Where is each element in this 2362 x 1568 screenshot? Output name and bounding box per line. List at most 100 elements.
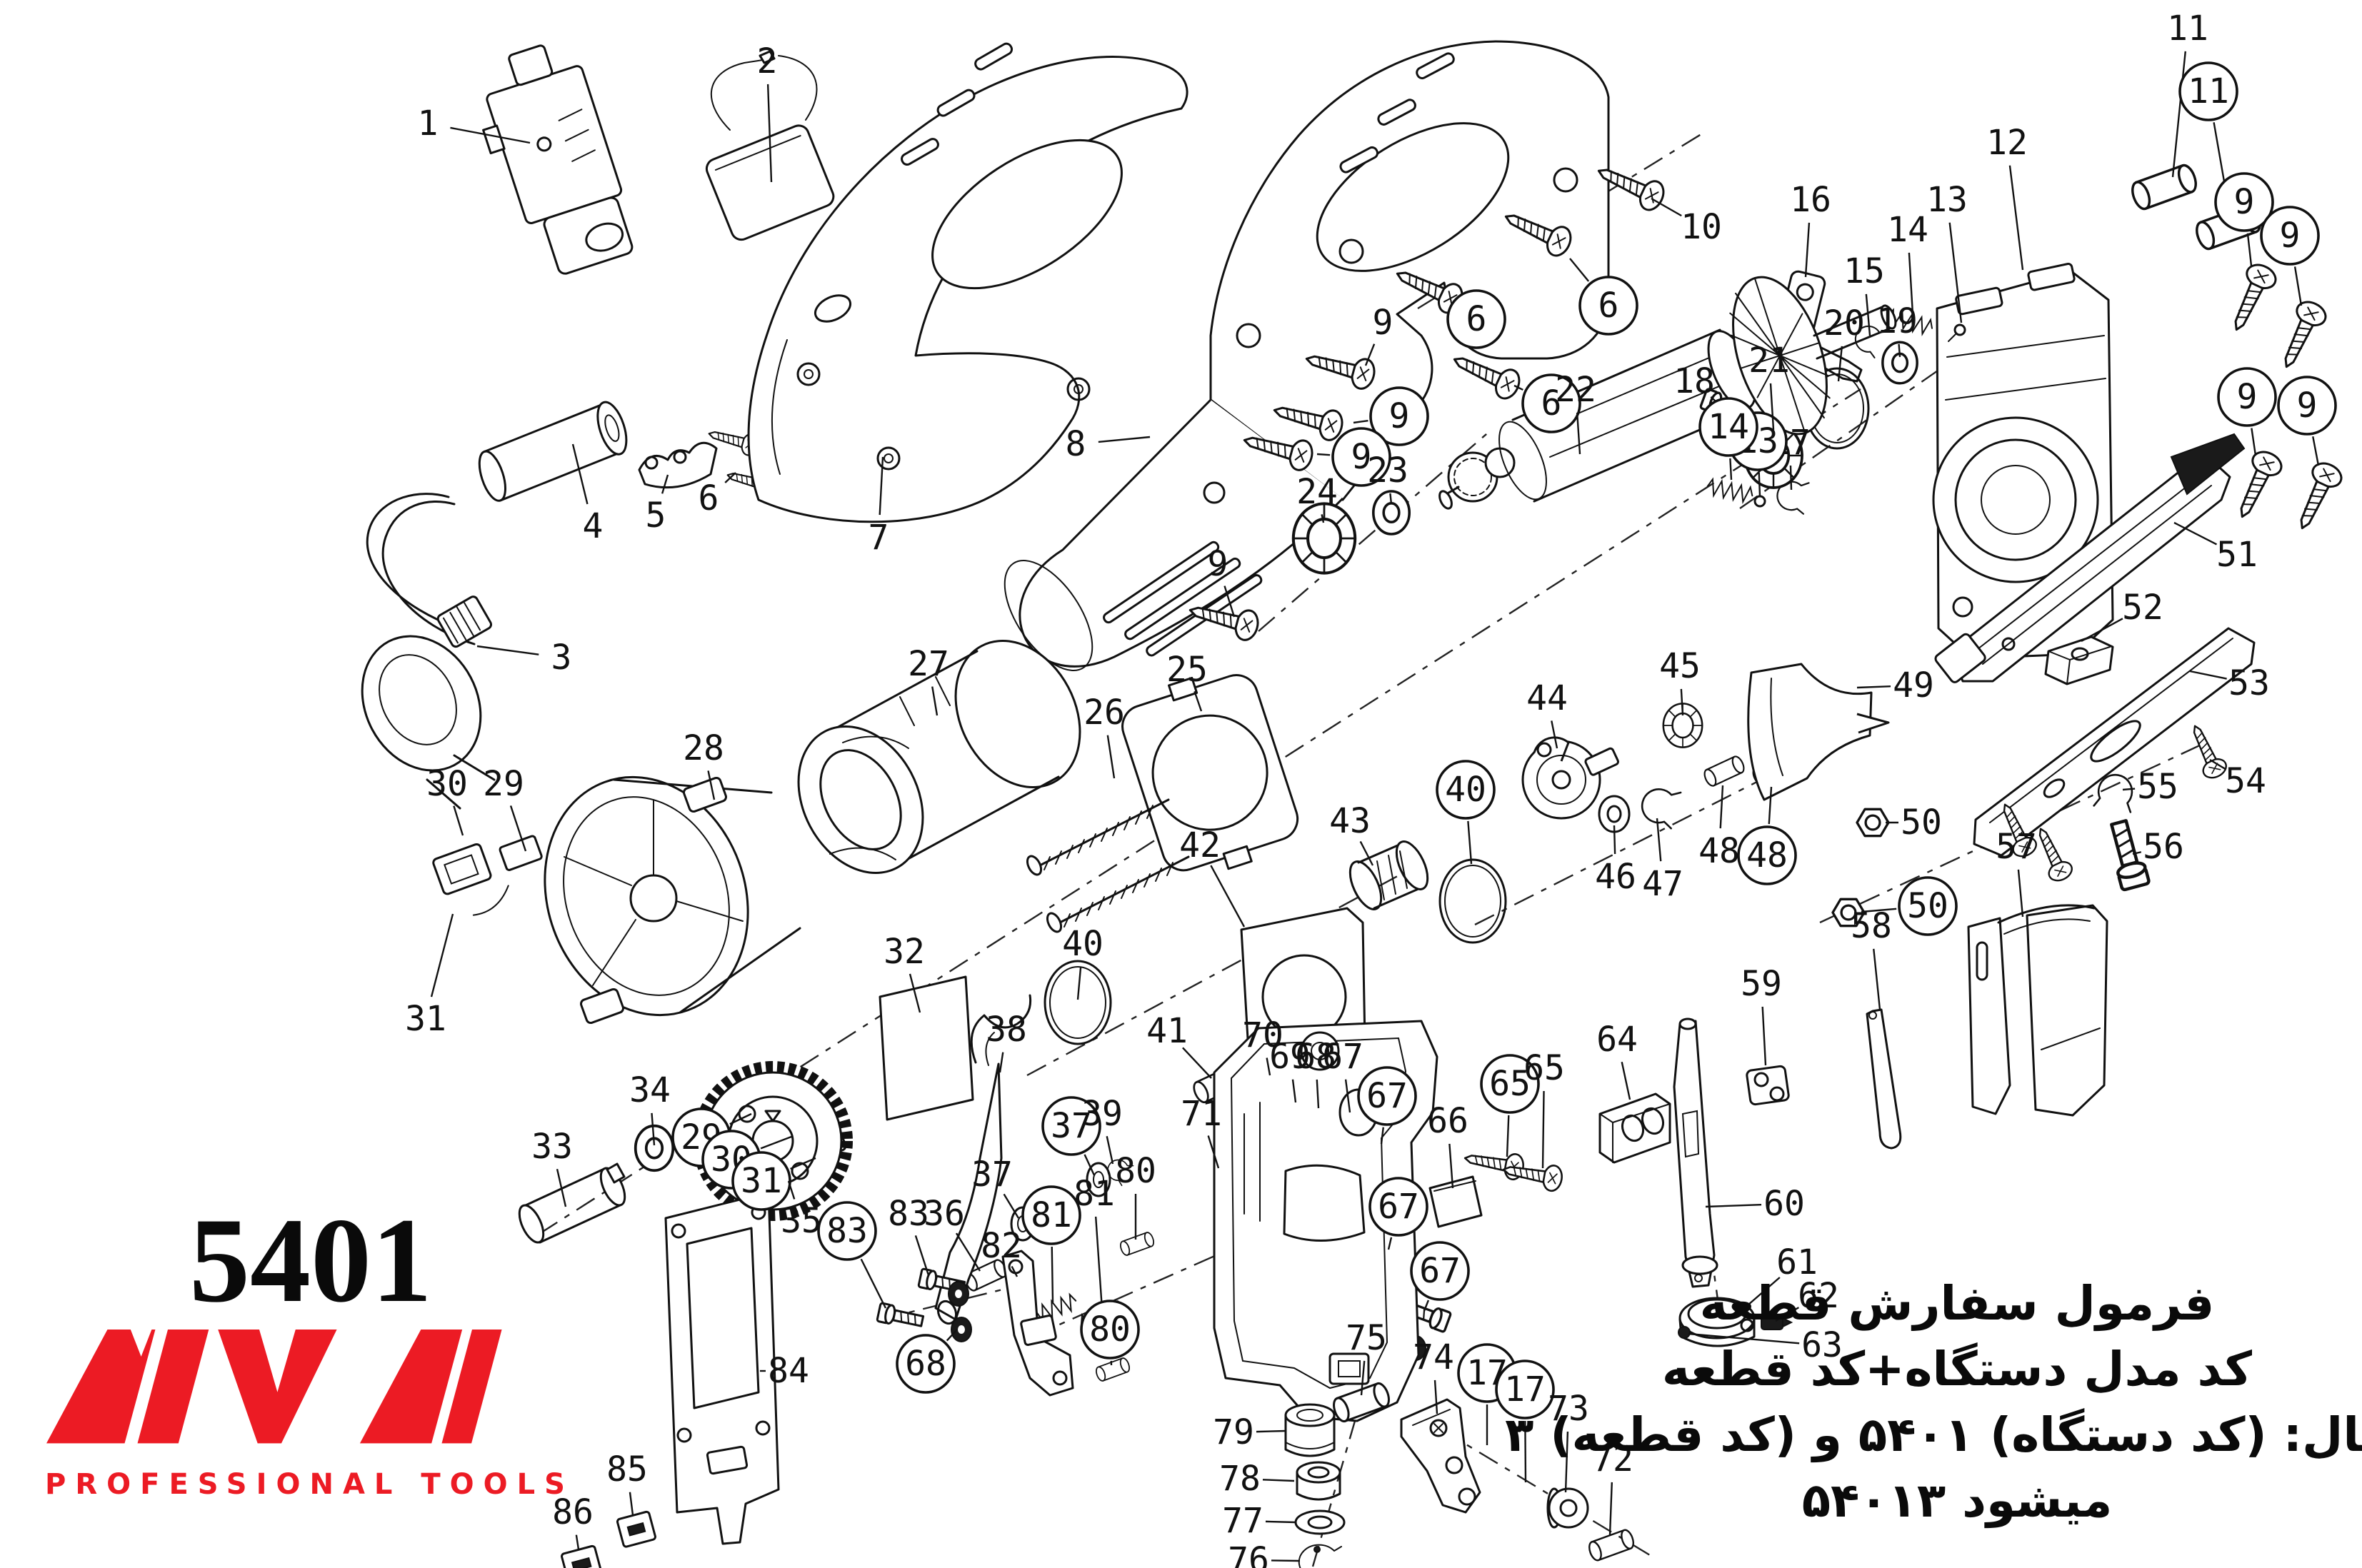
svg-text:9: 9 (2297, 386, 2318, 426)
circled-callout-67: 67 (1368, 1177, 1428, 1250)
svg-text:5: 5 (646, 496, 666, 536)
svg-text:31: 31 (741, 1161, 782, 1201)
circled-callout-37: 37 (1041, 1096, 1101, 1176)
circled-callout-48: 48 (1737, 786, 1797, 885)
part-49-guard (1747, 663, 1890, 801)
circled-callout-6: 6 (1513, 373, 1581, 433)
svg-text:76: 76 (1228, 1540, 1269, 1568)
svg-text:46: 46 (1595, 857, 1636, 897)
svg-text:12: 12 (1986, 123, 2028, 163)
circled-callout-9: 9 (2217, 367, 2277, 456)
callout-68: 68 (1295, 1037, 1336, 1109)
part-5-cord-clamp (638, 441, 718, 489)
svg-text:42: 42 (1179, 825, 1221, 865)
callout-28: 28 (683, 728, 724, 800)
callout-79: 79 (1213, 1412, 1286, 1452)
callout-42: 42 (1179, 825, 1246, 928)
svg-text:67: 67 (1378, 1187, 1419, 1227)
svg-text:10: 10 (1681, 207, 1722, 247)
part-86-slide-insert (561, 1544, 603, 1568)
part-47-clip (1636, 783, 1682, 830)
callout-15: 15 (1843, 251, 1885, 336)
svg-text:20: 20 (1823, 303, 1865, 343)
svg-text:81: 81 (1074, 1174, 1115, 1214)
part-27-stator (797, 640, 1081, 874)
note-line-2: کد مدل دستگاه+کد قطعه (1662, 1342, 2253, 1397)
part-65-screws (1461, 1145, 1565, 1194)
svg-text:57: 57 (1996, 827, 2037, 867)
callout-27: 27 (908, 644, 949, 716)
svg-text:74: 74 (1413, 1337, 1454, 1377)
callout-48: 48 (1698, 785, 1740, 871)
circled-callout-68: 68 (896, 1329, 958, 1394)
circled-callout-6: 6 (1569, 258, 1638, 336)
callout-45: 45 (1659, 646, 1701, 716)
callout-73: 73 (1548, 1389, 1589, 1493)
part-34-washer (634, 1124, 675, 1172)
callout-33: 33 (531, 1127, 573, 1207)
part-32-label (879, 975, 974, 1121)
callout-72: 72 (1592, 1439, 1633, 1536)
callout-1: 1 (418, 104, 531, 144)
circled-callout-65: 65 (1480, 1054, 1540, 1157)
svg-text:81: 81 (1031, 1195, 1072, 1235)
callout-78: 78 (1219, 1459, 1295, 1499)
part-76-circlip (1298, 1544, 1342, 1568)
svg-text:1: 1 (418, 104, 439, 144)
callout-26: 26 (1084, 693, 1125, 779)
callout-85: 85 (606, 1449, 648, 1516)
circled-callout-9: 9 (1353, 386, 1429, 446)
callout-29: 29 (483, 764, 527, 852)
callout-47: 47 (1642, 818, 1683, 904)
svg-text:32: 32 (884, 932, 925, 972)
callout-36: 36 (924, 1194, 981, 1272)
callout-19: 19 (1876, 301, 1918, 358)
svg-text:33: 33 (531, 1127, 573, 1167)
callout-38: 38 (986, 1010, 1027, 1073)
part-3-power-cord (361, 493, 496, 810)
svg-text:22: 22 (1555, 370, 1596, 410)
callout-86: 86 (552, 1492, 594, 1550)
svg-text:64: 64 (1596, 1020, 1638, 1060)
part-53-base-shoe (1973, 627, 2256, 857)
part-57-blade-cover (1967, 904, 2108, 1117)
part-8-housing-right (1004, 40, 1610, 671)
svg-text:84: 84 (768, 1351, 809, 1391)
brand-tagline: PROFESSIONAL TOOLS (45, 1468, 574, 1501)
svg-text:43: 43 (1329, 801, 1371, 841)
svg-text:13: 13 (1926, 180, 1968, 220)
circled-callout-9: 9 (2260, 206, 2320, 306)
svg-text:82: 82 (981, 1226, 1022, 1266)
svg-text:9: 9 (1373, 303, 1393, 343)
callout-3: 3 (476, 638, 571, 678)
part-83-bolts (876, 1267, 972, 1342)
callout-5: 5 (646, 474, 669, 536)
svg-text:9: 9 (2280, 216, 2301, 256)
callout-6: 6 (699, 472, 736, 518)
svg-text:34: 34 (629, 1070, 671, 1110)
part-52-slide-block (2044, 635, 2114, 685)
order-note: فرمول سفارش قطعه کد مدل دستگاه+کد قطعه م… (1505, 1276, 2362, 1529)
svg-text:70: 70 (1242, 1015, 1283, 1055)
part-25-baffle-plate (1121, 674, 1299, 872)
part-60-plunger (1673, 1017, 1718, 1288)
part-26-long-screws (1026, 798, 1190, 933)
svg-text:37: 37 (1051, 1106, 1092, 1146)
svg-text:48: 48 (1746, 835, 1788, 875)
callout-44: 44 (1526, 678, 1568, 749)
svg-text:80: 80 (1115, 1151, 1156, 1191)
svg-text:16: 16 (1790, 180, 1831, 220)
circled-callout-6: 6 (1446, 289, 1506, 349)
callout-35: 35 (781, 1180, 822, 1241)
circled-callout-50: 50 (1861, 876, 1958, 936)
svg-text:60: 60 (1763, 1184, 1805, 1224)
callout-23: 23 (1367, 451, 1408, 505)
svg-text:83: 83 (826, 1211, 868, 1251)
callout-64: 64 (1596, 1020, 1638, 1100)
svg-text:17: 17 (1504, 1370, 1546, 1409)
callout-81: 81 (1074, 1174, 1115, 1310)
callout-54: 54 (2209, 758, 2266, 801)
svg-text:59: 59 (1741, 964, 1782, 1004)
callout-8: 8 (1066, 424, 1151, 464)
svg-text:9: 9 (1208, 544, 1228, 584)
